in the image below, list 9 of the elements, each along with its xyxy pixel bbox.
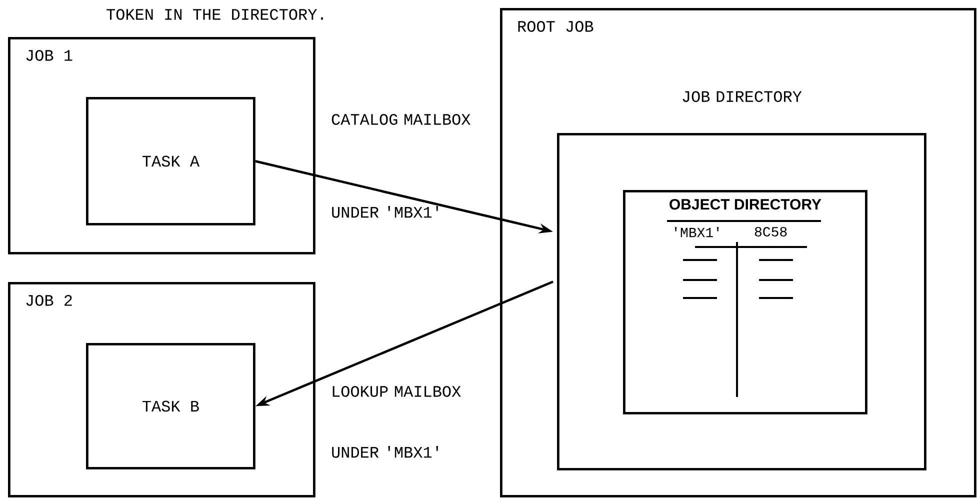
directory-table: OBJECT DIRECTORY 'MBX1' 8C58 [623,190,868,414]
annotation-text: CATALOG MAILBOX [332,114,470,125]
annotation-text: LOOKUP MAILBOX [332,386,461,397]
annotation-text: UNDER 'MBX1' [332,446,438,458]
caption-text: TOKEN IN THE DIRECTORY. [106,9,323,20]
annotation-text: UNDER 'MBX1' [332,206,438,218]
node-label: JOB DIRECTORY [682,91,802,102]
task-box: TASK A [86,97,256,226]
task-box: TASK B [86,343,256,470]
